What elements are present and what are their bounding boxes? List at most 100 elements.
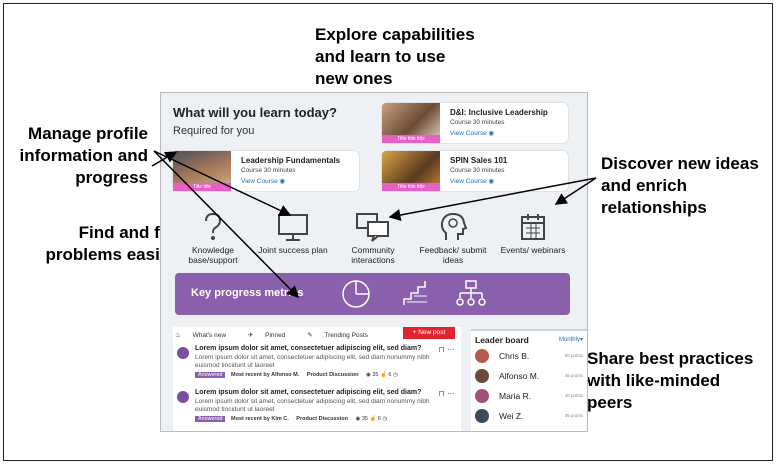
view-count: 35 xyxy=(361,416,368,422)
leaderboard-row[interactable]: Wei Z. 35 points xyxy=(475,407,585,427)
leader-points: 35 points xyxy=(564,413,583,418)
post-recent-by: Most recent by Alfonso M. xyxy=(231,372,300,378)
tab-pinned[interactable]: ✈ Pinned xyxy=(248,332,296,339)
nav-label: Community interactions xyxy=(351,245,395,265)
learn-title: What will you learn today? xyxy=(173,105,337,120)
post-meta: Answered Most recent by Alfonso M. Produ… xyxy=(195,372,398,378)
view-course-link[interactable]: View Course ◉ xyxy=(450,177,494,185)
learn-subtitle: Required for you xyxy=(173,125,255,137)
course-card[interactable]: Title title title D&I: Inclusive Leaders… xyxy=(382,103,568,143)
course-meta: Course 30 minutes xyxy=(241,167,296,174)
bookmark-icon[interactable]: ⊓ xyxy=(438,389,445,398)
period-dropdown[interactable]: Monthly▾ xyxy=(559,336,583,343)
tab-trending[interactable]: ✎ Trending Posts xyxy=(307,332,378,339)
arrow-discover-to-events xyxy=(554,177,597,205)
avatar xyxy=(475,389,489,403)
course-tag: Title title xyxy=(173,183,231,191)
course-card[interactable]: Title title title SPIN Sales 101 Course … xyxy=(382,151,568,191)
tab-whats-new[interactable]: ♨ What's new xyxy=(175,332,236,339)
view-course-label: View Course xyxy=(450,130,487,137)
arrow-manage-to-profile xyxy=(151,151,178,167)
clock-icon: ◷ xyxy=(382,416,388,422)
feed-tabs: ♨ What's new ✈ Pinned ✎ Trending Posts xyxy=(175,331,388,339)
tag-icon: ✎ xyxy=(307,332,313,339)
view-course-link[interactable]: View Course ◉ xyxy=(450,129,494,137)
leaderboard-row[interactable]: Alfonso M. 45 points xyxy=(475,367,585,387)
question-icon xyxy=(205,212,222,240)
avatar xyxy=(475,349,489,363)
portal-screenshot: What will you learn today? Required for … xyxy=(160,92,588,432)
post-actions[interactable]: ⊓ ⋯ xyxy=(439,345,455,354)
community-feed: ♨ What's new ✈ Pinned ✎ Trending Posts +… xyxy=(173,327,461,431)
nav-community-interactions[interactable]: Community interactions xyxy=(333,211,413,265)
period-label: Monthly xyxy=(558,337,580,343)
like-icon: ☝ xyxy=(379,372,387,378)
leader-points: 45 points xyxy=(564,373,583,378)
post-category: Product Discussion xyxy=(296,416,348,422)
callout-manage: Manage profile information and progress xyxy=(14,123,148,189)
eye-icon: ◉ xyxy=(365,372,371,378)
nav-label: Knowledge base/support xyxy=(188,245,238,265)
avatar xyxy=(177,347,189,359)
callout-explore-line: new ones xyxy=(315,69,393,88)
more-icon[interactable]: ⋯ xyxy=(447,345,455,354)
view-course-label: View Course xyxy=(241,178,278,185)
callout-share-line: peers xyxy=(587,393,633,412)
new-post-button[interactable]: + New post xyxy=(403,327,455,339)
post-title[interactable]: Lorem ipsum dolor sit amet, consectetuer… xyxy=(195,345,422,352)
bookmark-icon[interactable]: ⊓ xyxy=(438,345,445,354)
leaderboard-row[interactable]: Chris B. 50 points xyxy=(475,347,585,367)
feed-post[interactable]: Lorem ipsum dolor sit amet, consectetuer… xyxy=(175,345,459,385)
chat-icon xyxy=(356,213,389,242)
status-badge: Answered xyxy=(195,372,226,378)
callout-manage-line: progress xyxy=(75,168,148,187)
post-actions[interactable]: ⊓ ⋯ xyxy=(439,389,455,398)
pie-chart-icon xyxy=(342,280,370,308)
tab-label: What's new xyxy=(192,332,227,339)
more-icon[interactable]: ⋯ xyxy=(447,389,455,398)
tab-label: Pinned xyxy=(265,332,286,339)
leader-points: 50 points xyxy=(564,353,583,358)
nav-events[interactable]: Events/ webinars xyxy=(493,211,573,255)
like-icon: ☝ xyxy=(369,416,377,422)
post-recent-by: Most recent by Kim C. xyxy=(231,416,289,422)
course-tag: Title title title xyxy=(382,135,440,143)
view-course-label: View Course xyxy=(450,178,487,185)
leader-name: Wei Z. xyxy=(499,411,524,421)
post-title[interactable]: Lorem ipsum dolor sit amet, consectetuer… xyxy=(195,389,422,396)
callout-discover-line: and enrich xyxy=(601,176,687,195)
course-meta: Course 30 minutes xyxy=(450,167,505,174)
like-count: 6 xyxy=(388,372,392,378)
view-count: 35 xyxy=(372,372,379,378)
nav-joint-success-plan[interactable]: Joint success plan xyxy=(253,211,333,255)
view-course-link[interactable]: View Course ◉ xyxy=(241,177,285,185)
key-progress-metrics[interactable]: Key progress metrics xyxy=(175,273,570,315)
leader-name: Maria R. xyxy=(499,391,532,401)
nav-label: Feedback/ submit ideas xyxy=(419,245,487,265)
eye-icon: ◉ xyxy=(355,416,361,422)
hierarchy-icon xyxy=(456,280,486,306)
callout-explore: Explore capabilities and learn to use ne… xyxy=(315,24,475,90)
eye-icon: ◉ xyxy=(488,178,495,185)
feed-post[interactable]: Lorem ipsum dolor sit amet, consectetuer… xyxy=(175,389,459,429)
like-count: 6 xyxy=(377,416,381,422)
callout-share-line: Share best practices xyxy=(587,349,754,368)
nav-feedback[interactable]: Feedback/ submit ideas xyxy=(413,211,493,265)
leaderboard: Leader board Monthly▾ Chris B. 50 points… xyxy=(471,329,587,431)
stairs-progress-icon xyxy=(403,281,427,305)
leader-name: Alfonso M. xyxy=(499,371,540,381)
callout-explore-line: Explore capabilities xyxy=(315,25,475,44)
post-body: Lorem ipsum dolor sit amet, consectetuer… xyxy=(195,398,430,413)
leaderboard-row[interactable]: Maria R. 40 points xyxy=(475,387,585,407)
status-badge: Answered xyxy=(195,416,226,422)
chevron-down-icon: ▾ xyxy=(579,337,583,343)
course-title: D&I: Inclusive Leadership xyxy=(450,108,548,117)
callout-find: Find and fix problems easily xyxy=(14,222,174,266)
course-card[interactable]: Title title Leadership Fundamentals Cour… xyxy=(173,151,359,191)
course-meta: Course 30 minutes xyxy=(450,119,505,126)
avatar xyxy=(475,409,489,423)
callout-discover-line: Discover new ideas xyxy=(601,154,759,173)
nav-knowledge-base[interactable]: Knowledge base/support xyxy=(173,211,253,265)
callout-explore-line: and learn to use xyxy=(315,47,446,66)
